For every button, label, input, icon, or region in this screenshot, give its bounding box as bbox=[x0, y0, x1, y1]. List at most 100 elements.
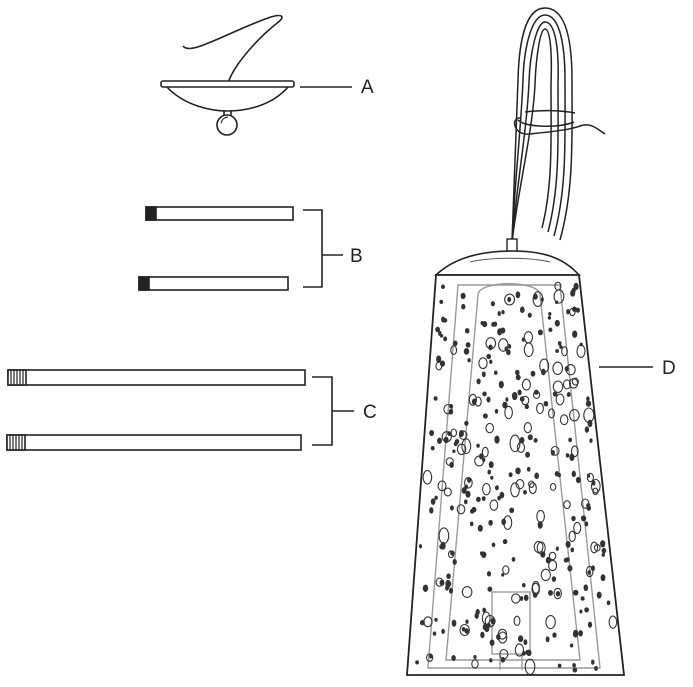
shade-dot bbox=[423, 616, 433, 628]
shade-dot bbox=[571, 515, 576, 522]
shade-dot bbox=[517, 389, 522, 396]
shade-dot bbox=[521, 582, 526, 588]
shade-dot bbox=[476, 443, 480, 448]
shade-dot bbox=[584, 426, 590, 433]
shade-dot bbox=[469, 521, 474, 527]
part-d-pendant bbox=[406, 7, 626, 676]
canopy-wire bbox=[182, 14, 283, 84]
shade-dot bbox=[569, 643, 574, 648]
shade-dot bbox=[443, 436, 449, 444]
shade-dot bbox=[537, 329, 543, 336]
shade-dot bbox=[586, 472, 594, 483]
shade-dot bbox=[463, 499, 468, 505]
shade-dot bbox=[586, 503, 591, 508]
shade-dot bbox=[476, 378, 481, 385]
shade-dot bbox=[467, 358, 471, 363]
shade-dot bbox=[584, 607, 589, 613]
shade-dot bbox=[450, 345, 458, 355]
shade-dot bbox=[489, 658, 493, 663]
label-d: D bbox=[662, 358, 676, 379]
cord-wrap bbox=[513, 109, 606, 135]
shade-dot bbox=[524, 403, 529, 410]
shade-dot bbox=[504, 346, 508, 352]
shade-dot bbox=[562, 379, 572, 390]
shade-dot bbox=[465, 490, 471, 498]
rod-thread-end bbox=[145, 206, 157, 221]
shade-dot bbox=[459, 430, 464, 437]
shade-dot bbox=[464, 328, 470, 334]
shade-dot bbox=[531, 580, 540, 594]
bracket-c bbox=[312, 376, 354, 446]
part-c-long-rods bbox=[6, 369, 354, 451]
shade-dot bbox=[477, 524, 483, 532]
shade-dot bbox=[534, 472, 540, 480]
shade-dot bbox=[426, 653, 434, 662]
shade-dot bbox=[461, 303, 466, 310]
shade-dot bbox=[487, 586, 493, 592]
shade-dot bbox=[435, 326, 441, 333]
shade-dot bbox=[463, 348, 470, 355]
shade-dot bbox=[464, 477, 473, 489]
shade-dot bbox=[501, 310, 505, 315]
shade-dot bbox=[509, 507, 515, 514]
shade-dot bbox=[555, 591, 561, 597]
shade-dot bbox=[571, 377, 579, 386]
shade-dot bbox=[481, 496, 486, 502]
shade-dot bbox=[566, 392, 571, 397]
shade-dot bbox=[589, 438, 593, 443]
shade-dot bbox=[515, 479, 525, 490]
shade-dot bbox=[557, 663, 562, 668]
shade-dot bbox=[601, 547, 607, 554]
shade-dot bbox=[452, 558, 457, 565]
shade-dot bbox=[451, 619, 457, 627]
shade-dot bbox=[523, 331, 534, 344]
shade-dot bbox=[591, 659, 595, 665]
label-c: C bbox=[363, 402, 377, 423]
shade-dot bbox=[489, 499, 499, 511]
shade-dot bbox=[545, 615, 556, 630]
shade-dot bbox=[525, 649, 529, 655]
shade-dot bbox=[434, 617, 438, 622]
shade-dot bbox=[549, 482, 557, 491]
shade-dot bbox=[484, 625, 490, 633]
shade-dot bbox=[482, 413, 488, 419]
shade-dot bbox=[586, 473, 591, 478]
shade-dot bbox=[441, 316, 446, 323]
shade-dot bbox=[569, 408, 580, 422]
shade-dot bbox=[481, 371, 486, 378]
shade-dot bbox=[555, 546, 559, 551]
shade-dot bbox=[536, 402, 544, 415]
shade-dot bbox=[600, 574, 606, 582]
shade-dot bbox=[601, 552, 606, 557]
shade-dot bbox=[496, 633, 501, 641]
shade-dot bbox=[461, 626, 466, 632]
shade-dot bbox=[583, 407, 595, 423]
shade-dot bbox=[439, 299, 444, 305]
shade-dot bbox=[554, 319, 560, 327]
rod-thread-end bbox=[138, 276, 150, 291]
shade-dot bbox=[523, 489, 527, 495]
coiled-cord bbox=[511, 7, 606, 243]
shade-dot bbox=[537, 521, 543, 529]
shade-dot bbox=[456, 504, 466, 515]
shade-dot bbox=[519, 396, 525, 402]
long-rod-1 bbox=[7, 369, 306, 386]
shade-dot bbox=[494, 408, 499, 414]
shade-dot bbox=[545, 556, 551, 564]
shade-dot bbox=[502, 565, 510, 575]
shade-dot bbox=[453, 340, 458, 347]
shade-dot bbox=[507, 344, 512, 349]
canopy-hook-ball bbox=[216, 114, 238, 136]
shade-dot bbox=[489, 359, 493, 364]
shade-dot bbox=[465, 619, 469, 624]
shade-dot bbox=[528, 482, 537, 495]
shade-dot bbox=[585, 400, 592, 407]
shade-dot bbox=[521, 337, 525, 342]
shade-dot bbox=[526, 466, 531, 472]
shade-dot bbox=[548, 312, 552, 316]
shade-dot bbox=[418, 544, 423, 549]
shade-dot bbox=[491, 542, 496, 548]
shade-dot bbox=[430, 498, 436, 505]
shade-dot bbox=[552, 380, 564, 393]
shade-dot bbox=[482, 321, 488, 328]
